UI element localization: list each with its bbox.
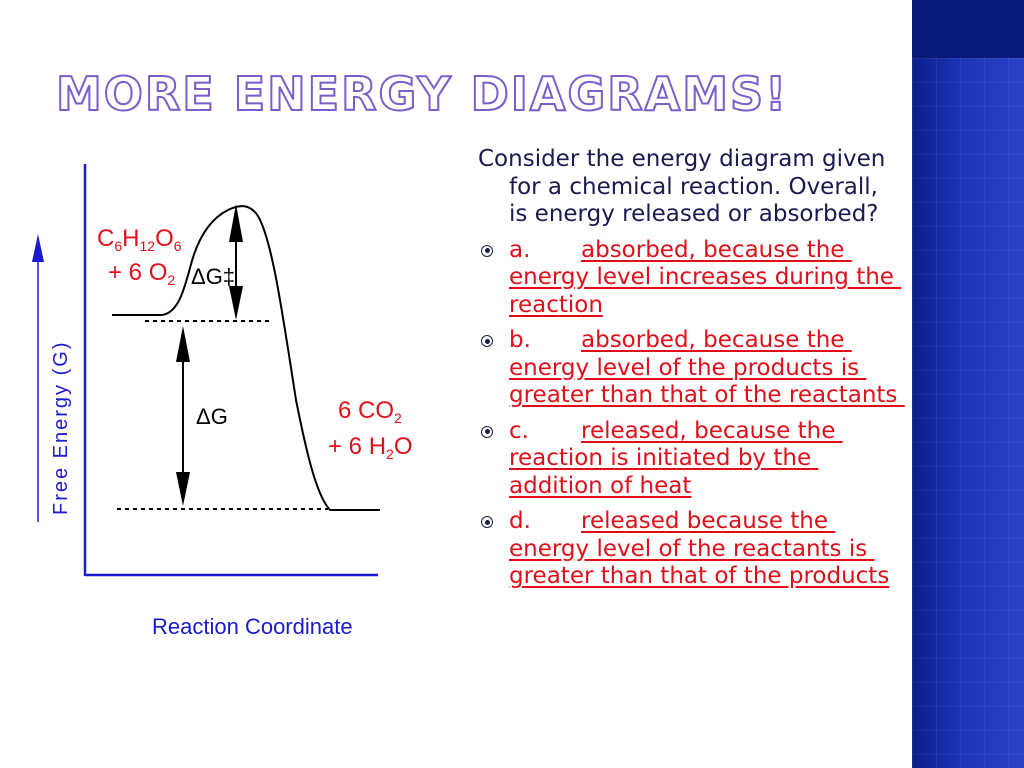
activation-energy-label: ΔG‡ [191,264,235,289]
slide-title: More Energy Diagrams! [55,66,789,122]
activation-arrow-down [229,286,243,320]
product-water: + 6 H2O [328,433,413,462]
option-d-text[interactable]: d.released because the energy level of t… [509,508,889,589]
y-arrow-head [32,234,44,262]
activation-arrow-up [229,204,243,242]
option-b[interactable]: b.absorbed, because the energy level of … [478,327,898,410]
option-label: absorbed, because the energy level incre… [509,236,902,318]
option-letter: a. [509,236,531,263]
option-c-text[interactable]: c.released, because the reaction is init… [509,418,843,499]
radio-bullet-icon [481,425,493,438]
side-decor-band [912,0,1024,768]
option-c[interactable]: c.released, because the reaction is init… [478,418,898,501]
side-decor-band-top [912,0,1024,58]
product-co2: 6 CO2 [338,397,402,426]
energy-diagram: Free Energy (G) Reaction Coordinate ΔG‡ … [32,164,413,639]
energy-curve [112,205,380,511]
reactant-formula: C6H12O6 [97,225,182,254]
option-a[interactable]: a.absorbed, because the energy level inc… [478,237,898,320]
option-label: released, because the reaction is initia… [509,417,843,499]
option-label: released because the energy level of the… [509,508,890,589]
reactant-oxygen: + 6 O2 [108,259,175,288]
answer-options: a.absorbed, because the energy level inc… [478,237,898,591]
option-letter: d. [509,508,531,534]
question-panel: Consider the energy diagram given for a … [478,146,898,599]
option-letter: c. [509,417,529,444]
option-label: absorbed, because the energy level of th… [509,327,905,408]
option-d[interactable]: d.released because the energy level of t… [478,508,898,591]
y-axis-label: Free Energy (G) [50,341,72,515]
delta-g-label: ΔG [196,404,228,429]
x-axis-label: Reaction Coordinate [152,614,353,639]
option-letter: b. [509,327,531,353]
delta-g-arrow-up [176,326,190,362]
radio-bullet-icon [481,335,493,347]
option-a-text[interactable]: a.absorbed, because the energy level inc… [509,237,901,318]
radio-bullet-icon [481,516,493,528]
option-b-text[interactable]: b.absorbed, because the energy level of … [509,327,905,408]
delta-g-arrow-down [176,472,190,506]
side-decor-band-pattern [912,58,1024,768]
radio-bullet-icon [481,244,493,257]
question-intro: Consider the energy diagram given for a … [478,146,886,227]
